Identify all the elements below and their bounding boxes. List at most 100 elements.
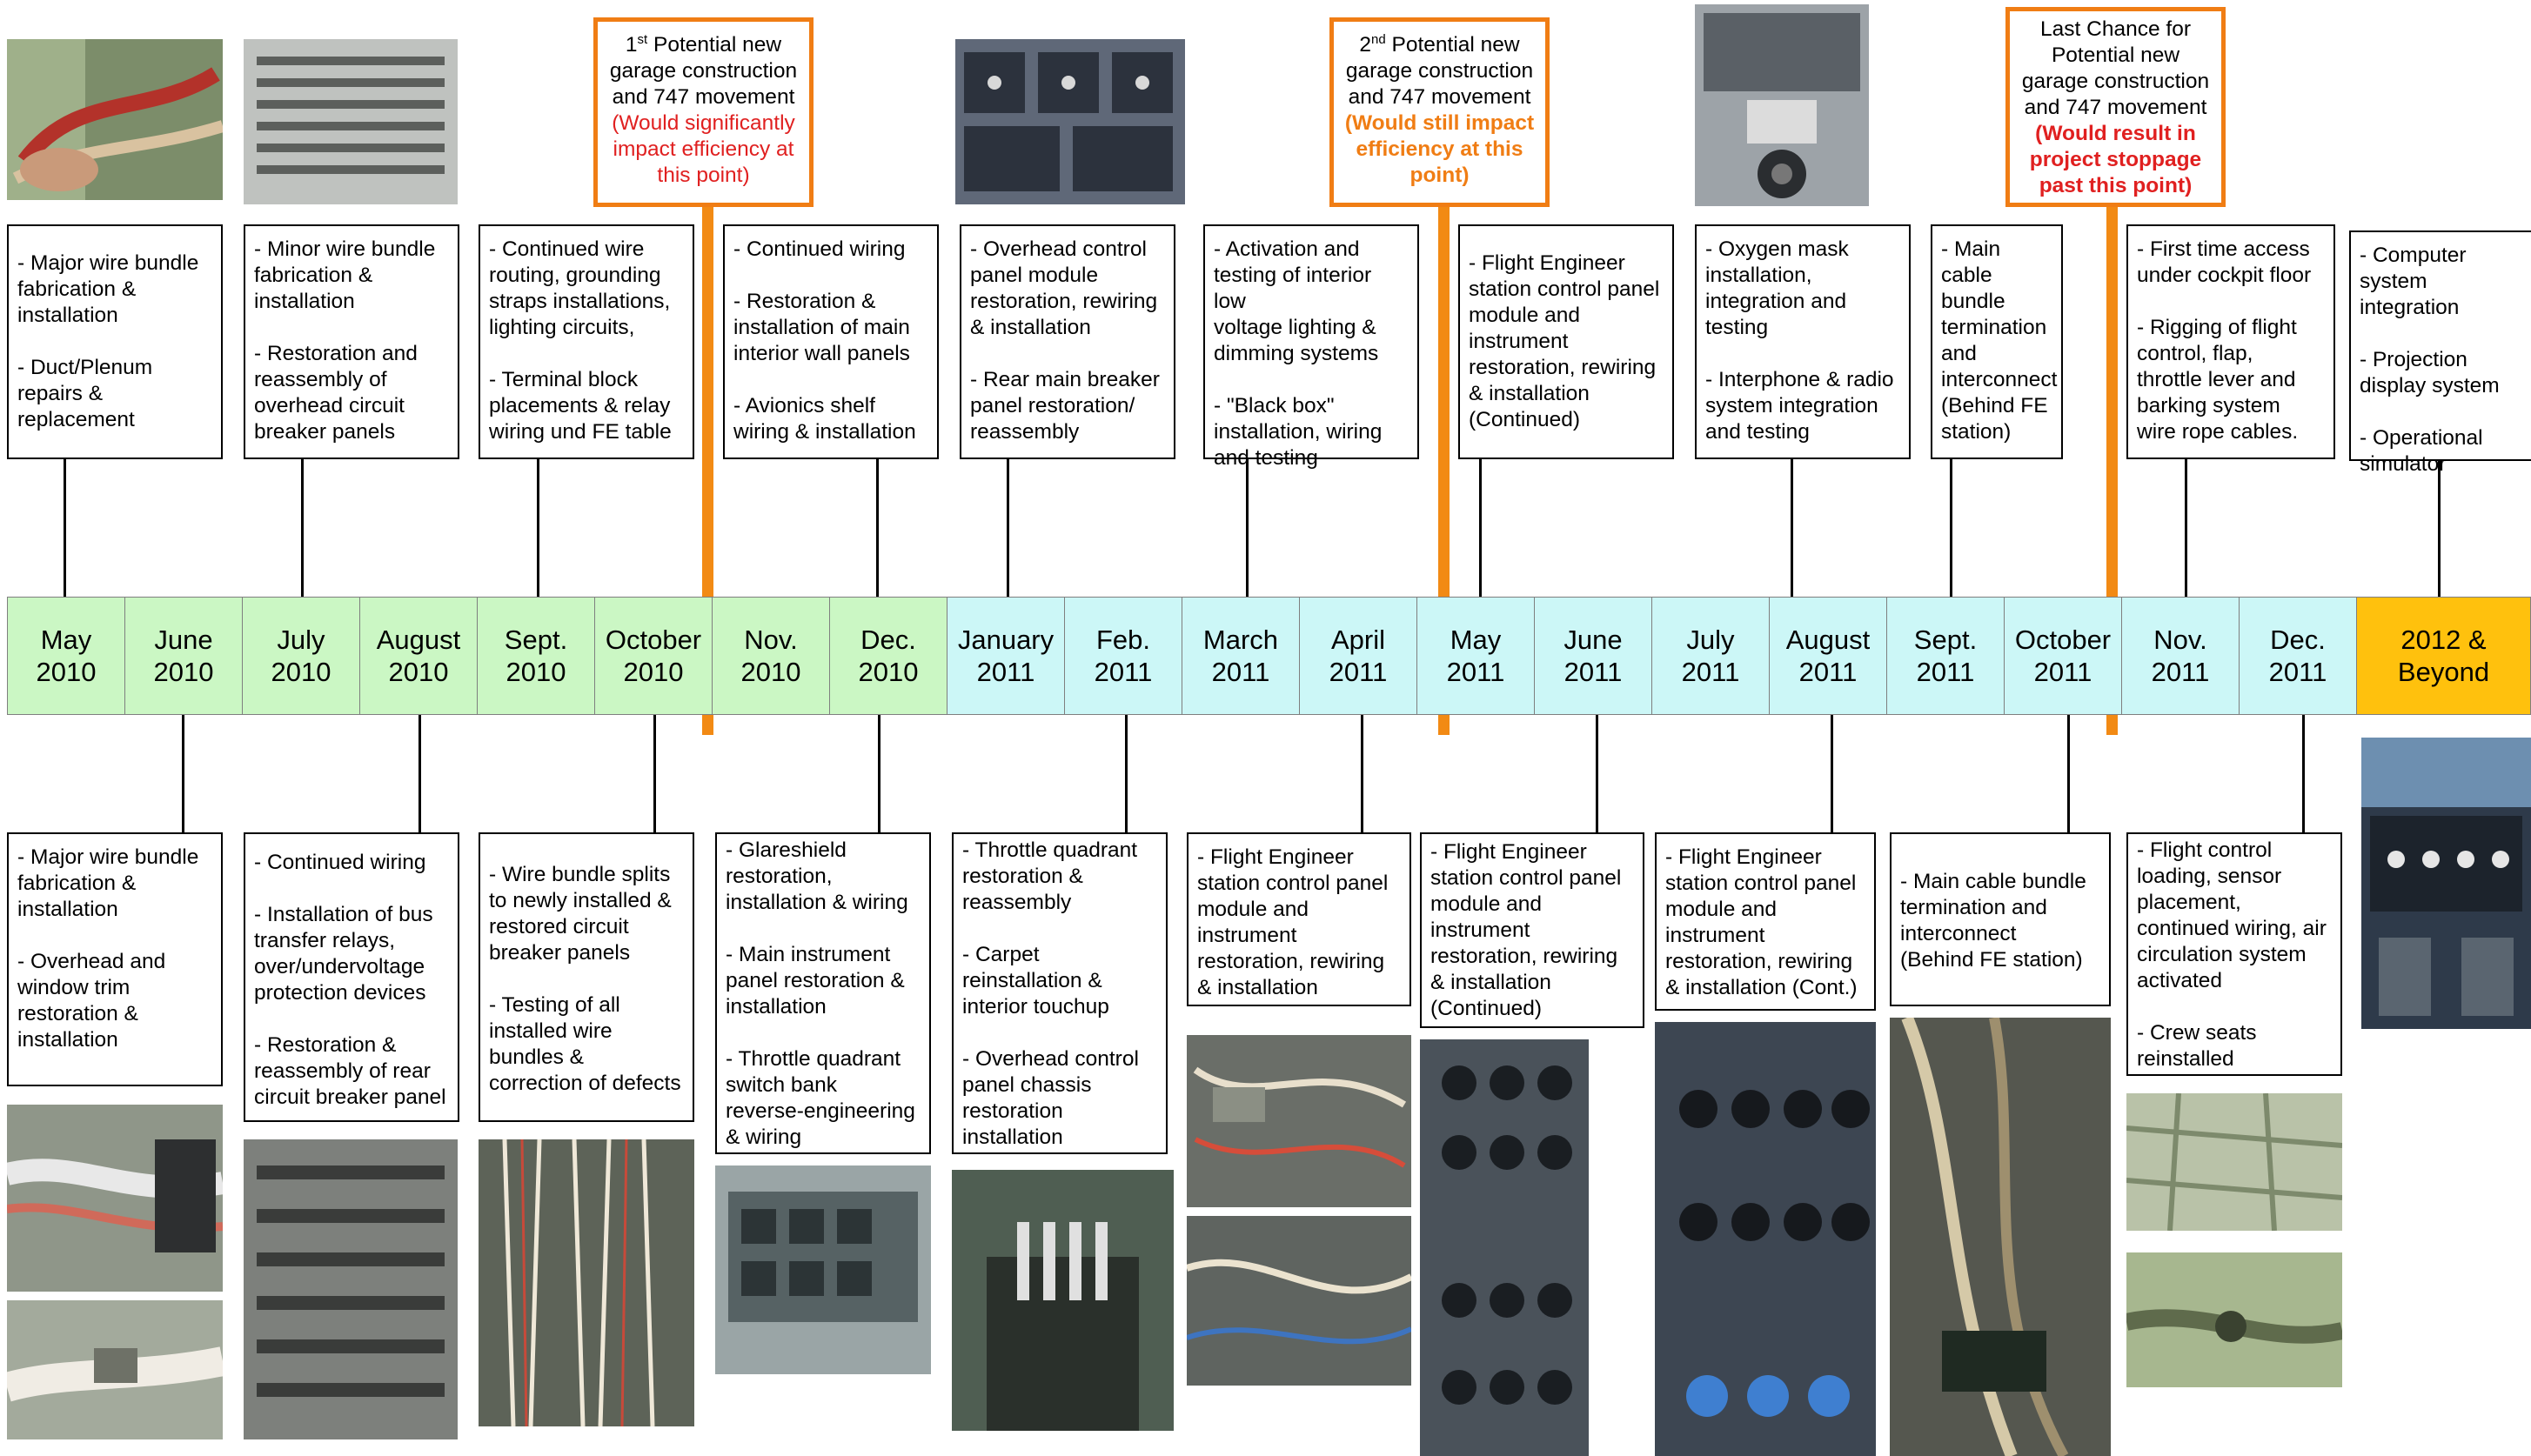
- month-cell-sept-2011: Sept.2011: [1886, 597, 2005, 715]
- year-label: Beyond: [2397, 657, 2490, 687]
- month-label: October: [2014, 624, 2112, 655]
- year-label: 2011: [2151, 657, 2210, 687]
- year-label: 2011: [1329, 657, 1388, 687]
- callout-3-emph: (Would result in project stoppage past t…: [2029, 122, 2202, 197]
- photo-breaker-panel-1: [244, 39, 458, 204]
- photo-wires-connector: [7, 1105, 223, 1292]
- photo-breaker-panel-2: [244, 1139, 458, 1439]
- month-label: July: [277, 624, 325, 655]
- year-label: 2011: [1681, 657, 1740, 687]
- photo-overhead-panel: [955, 39, 1185, 204]
- month-label: August: [376, 624, 461, 655]
- month-cell-dec-2010: Dec.2010: [829, 597, 947, 715]
- task-box-june-2010: - Major wire bundle fabrication & instal…: [7, 832, 223, 1086]
- task-box-june-2011: - Flight Engineer station control panel …: [1420, 832, 1644, 1028]
- task-box-nov-2011: - First time access under cockpit floor …: [2126, 224, 2335, 459]
- connector-top-july-2010: [301, 459, 304, 597]
- month-label: June: [1563, 624, 1623, 655]
- callout-2-text: Potential new garage construction and 74…: [1345, 33, 1534, 109]
- year-label: 2011: [1916, 657, 1975, 687]
- year-label: 2010: [153, 657, 214, 687]
- task-box-october-2011: - Main cable bundle termination and inte…: [1890, 832, 2111, 1006]
- connector-top-may-2010: [64, 459, 66, 597]
- month-label: January: [957, 624, 1055, 655]
- month-label: 2012 &: [2400, 624, 2487, 655]
- month-label: June: [154, 624, 213, 655]
- task-box-dec-2010-bottom: - Glareshield restoration, installation …: [715, 832, 931, 1154]
- year-label: 2010: [858, 657, 919, 687]
- month-cell-feb-2011: Feb.2011: [1064, 597, 1182, 715]
- month-cell-sept-2010: Sept.2010: [477, 597, 595, 715]
- month-label: October: [605, 624, 702, 655]
- photo-fe-gauges-1: [1420, 1039, 1589, 1456]
- month-label: Nov.: [2153, 624, 2207, 655]
- task-box-october-2010: - Wire bundle splits to newly installed …: [479, 832, 694, 1122]
- connector-top-sept-2010: [537, 459, 539, 597]
- month-label: July: [1686, 624, 1735, 655]
- month-label: Feb.: [1095, 624, 1151, 655]
- year-label: 2010: [271, 657, 331, 687]
- task-box-may-2011: - Flight Engineer station control panel …: [1458, 224, 1674, 459]
- year-label: 2010: [623, 657, 684, 687]
- callout-1-ord: 1: [625, 33, 638, 57]
- year-label: 2011: [2268, 657, 2327, 687]
- month-cell-dec-2011: Dec.2011: [2239, 597, 2357, 715]
- connector-bottom-june-2010: [182, 715, 184, 832]
- connector-bottom-april-2011: [1361, 715, 1363, 832]
- month-cell-2012-beyond: 2012 &Beyond: [2356, 597, 2531, 715]
- month-cell-nov-2010: Nov.2010: [712, 597, 830, 715]
- month-cell-nov-2011: Nov.2011: [2121, 597, 2240, 715]
- year-label: 2010: [740, 657, 801, 687]
- year-label: 2010: [388, 657, 449, 687]
- connector-top-2012: [2438, 461, 2441, 597]
- month-label: Dec.: [860, 624, 916, 655]
- task-box-may-2010: - Major wire bundle fabrication & instal…: [7, 224, 223, 459]
- task-box-sept-2011: - Main cable bundle termination and inte…: [1931, 224, 2063, 459]
- year-label: 2011: [1798, 657, 1858, 687]
- connector-bottom-august-2011: [1831, 715, 1833, 832]
- connector-bottom-feb-2011: [1125, 715, 1128, 832]
- connector-bottom-dec-2010: [878, 715, 880, 832]
- photo-wire-bundle-hand: [7, 39, 223, 200]
- year-label: 2011: [1094, 657, 1153, 687]
- month-label: Dec.: [2270, 624, 2326, 655]
- month-label: Sept.: [504, 624, 568, 655]
- month-label: May: [40, 624, 92, 655]
- task-box-march-2011: - Activation and testing of interior low…: [1203, 224, 1419, 470]
- connector-top-dec-2010: [876, 459, 879, 597]
- callout-first-potential: 1st Potential new garage construction an…: [593, 17, 814, 207]
- month-label: Sept.: [1913, 624, 1978, 655]
- connector-bottom-october-2011: [2067, 715, 2070, 832]
- callout-3-text: Last Chance for Potential new garage con…: [2021, 17, 2210, 119]
- connector-top-march-2011: [1246, 459, 1249, 597]
- task-box-sept-2010: - Continued wire routing, grounding stra…: [479, 224, 694, 459]
- year-label: 2011: [2033, 657, 2092, 687]
- task-box-july-2011: - Oxygen mask installation, integration …: [1695, 224, 1911, 459]
- month-label: March: [1202, 624, 1279, 655]
- connector-bottom-dec-2011: [2302, 715, 2305, 832]
- connector-bottom-june-2011: [1596, 715, 1598, 832]
- photo-under-floor-1: [2126, 1093, 2342, 1231]
- callout-1-emph: (Would significantly impact efficiency a…: [612, 111, 795, 187]
- task-box-jan-2011: - Overhead control panel module restorat…: [960, 224, 1175, 459]
- connector-bottom-august-2010: [418, 715, 421, 832]
- connector-top-may-2011: [1479, 459, 1482, 597]
- task-box-feb-2011: - Throttle quadrant restoration & reasse…: [952, 832, 1168, 1154]
- callout-1-text: Potential new garage construction and 74…: [609, 33, 798, 109]
- photo-radio-console: [1695, 4, 1869, 206]
- callout-2-sup: nd: [1371, 31, 1386, 47]
- photo-fe-wiring-2: [1187, 1216, 1411, 1386]
- task-box-2012-beyond: - Computer system integration - Projecti…: [2349, 230, 2531, 476]
